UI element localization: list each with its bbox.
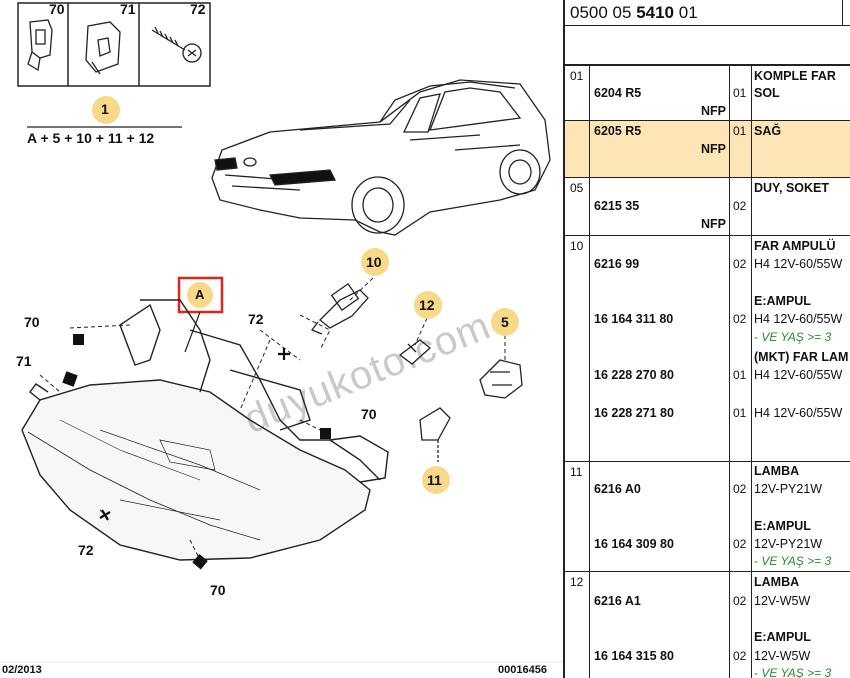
description: SAĞ: [754, 124, 782, 138]
label-11: 11: [427, 472, 442, 488]
table-group-12[interactable]: 12 6216 A1 02 LAMBA 12V-W5W 16 164 315 8…: [565, 572, 850, 678]
bulb-10-icon: [310, 282, 369, 335]
label-71: 71: [16, 353, 32, 369]
position-number: 12: [570, 575, 584, 589]
part-reference[interactable]: 16 164 309 80: [594, 537, 674, 551]
specification: H4 12V-60/55W: [754, 257, 843, 271]
table-group-10[interactable]: 10 6216 99 02 FAR AMPULÜ H4 12V-60/55W 1…: [565, 236, 850, 462]
blank-header-row: [565, 26, 850, 66]
label-5: 5: [501, 314, 509, 330]
description: E:AMPUL: [754, 294, 811, 308]
diagram-drawing: [0, 2, 563, 663]
position-number: 01: [570, 69, 584, 83]
table-group-05[interactable]: 05 6215 35 NFP 02 DUY, SOKET: [565, 178, 850, 236]
part-number-header: 0500 05 5410 01: [565, 0, 850, 26]
part-reference[interactable]: 6216 A0: [594, 482, 641, 496]
description: LAMBA: [754, 575, 800, 589]
position-number: 05: [570, 181, 584, 195]
specification: 12V-PY21W: [754, 537, 823, 551]
part-reference[interactable]: 6216 A1: [594, 594, 641, 608]
nfp-flag: NFP: [701, 104, 726, 118]
quantity: 02: [733, 649, 747, 663]
specification: H4 12V-60/55W: [754, 312, 843, 326]
label-70-mid: 70: [361, 406, 377, 422]
callout-A-label: A: [195, 287, 205, 302]
part-reference[interactable]: 6205 R5: [594, 124, 642, 138]
specification: H4 12V-60/55W: [754, 368, 843, 382]
headlamp-drawing: [21, 299, 389, 561]
description-side: SOL: [754, 86, 780, 100]
footer-code: 00016456: [498, 664, 547, 676]
quantity: 01: [733, 406, 747, 420]
condition-note: - VE YAŞ >= 3: [754, 554, 832, 568]
quantity: 02: [733, 199, 747, 213]
quantity: 01: [733, 86, 747, 100]
quantity: 02: [733, 312, 747, 326]
specification: 12V-PY21W: [754, 482, 823, 496]
footer-date: 02/2013: [2, 664, 42, 676]
quantity: 02: [733, 482, 747, 496]
part-number-suffix: 01: [674, 3, 698, 22]
quantity: 02: [733, 257, 747, 271]
part-reference[interactable]: 16 164 311 80: [594, 312, 674, 326]
description: (MKT) FAR LAM: [754, 350, 849, 364]
part-reference[interactable]: 16 164 315 80: [594, 649, 674, 663]
description: FAR AMPULÜ: [754, 239, 836, 253]
fastener-inset: [17, 2, 211, 87]
clip-70-icon: [27, 19, 53, 72]
specification: 12V-W5W: [754, 649, 811, 663]
inset-label-70: 70: [49, 1, 65, 17]
table-group-01-left[interactable]: 01 6204 R5 NFP 01 KOMPLE FAR SOL: [565, 66, 850, 121]
part-reference[interactable]: 6204 R5: [594, 86, 642, 100]
table-group-11[interactable]: 11 6216 A0 02 LAMBA 12V-PY21W 16 164 309…: [565, 462, 850, 572]
quantity: 01: [733, 124, 747, 138]
condition-note: - VE YAŞ >= 3: [754, 666, 832, 678]
label-70-top: 70: [24, 314, 40, 330]
part-reference[interactable]: 6216 99: [594, 257, 640, 271]
quantity: 01: [733, 368, 747, 382]
nfp-flag: NFP: [701, 142, 726, 156]
part-reference[interactable]: 16 228 271 80: [594, 406, 674, 420]
description: E:AMPUL: [754, 630, 811, 644]
quantity: 02: [733, 537, 747, 551]
screw-72-icon: [151, 26, 202, 63]
label-12: 12: [419, 297, 435, 313]
bulb-12-icon: [398, 339, 432, 365]
part-reference[interactable]: 6215 35: [594, 199, 640, 213]
quantity: 02: [733, 594, 747, 608]
table-group-01-right[interactable]: 6205 R5 NFP 01 SAĞ: [565, 121, 850, 178]
specification: 12V-W5W: [754, 594, 811, 608]
group-callout-label: 1: [101, 101, 109, 117]
exploded-parts-diagram: 70 71 72 1 A + 5 + 10 + 11 + 12 A 70 71 …: [0, 1, 563, 676]
description: E:AMPUL: [754, 519, 811, 533]
clip-71-icon: [85, 21, 121, 75]
condition-note: - VE YAŞ >= 3: [754, 330, 832, 344]
label-72-top: 72: [248, 311, 264, 327]
group-callout-1: [92, 96, 120, 124]
description: DUY, SOKET: [754, 181, 830, 195]
inset-label-72: 72: [190, 1, 206, 17]
description: KOMPLE FAR: [754, 69, 836, 83]
socket-5-icon: [479, 359, 523, 399]
part-reference[interactable]: 16 228 270 80: [594, 368, 674, 382]
inset-label-71: 71: [120, 1, 136, 17]
position-number: 11: [570, 465, 583, 479]
assembly-formula: A + 5 + 10 + 11 + 12: [27, 130, 155, 146]
label-10: 10: [366, 254, 382, 270]
description: LAMBA: [754, 464, 800, 478]
nfp-flag: NFP: [701, 217, 726, 231]
car-illustration: [211, 79, 551, 236]
part-number-bold: 5410: [636, 3, 675, 22]
bulb-11-icon: [419, 407, 451, 462]
specification: H4 12V-60/55W: [754, 406, 843, 420]
label-72-bottom: 72: [78, 542, 94, 558]
position-number: 10: [570, 239, 584, 253]
parts-table: 0500 05 5410 01 01 6204 R5 NFP 01 KOMPLE…: [563, 0, 850, 678]
part-number-prefix: 0500 05: [570, 3, 637, 22]
label-70-bottom: 70: [210, 582, 226, 598]
